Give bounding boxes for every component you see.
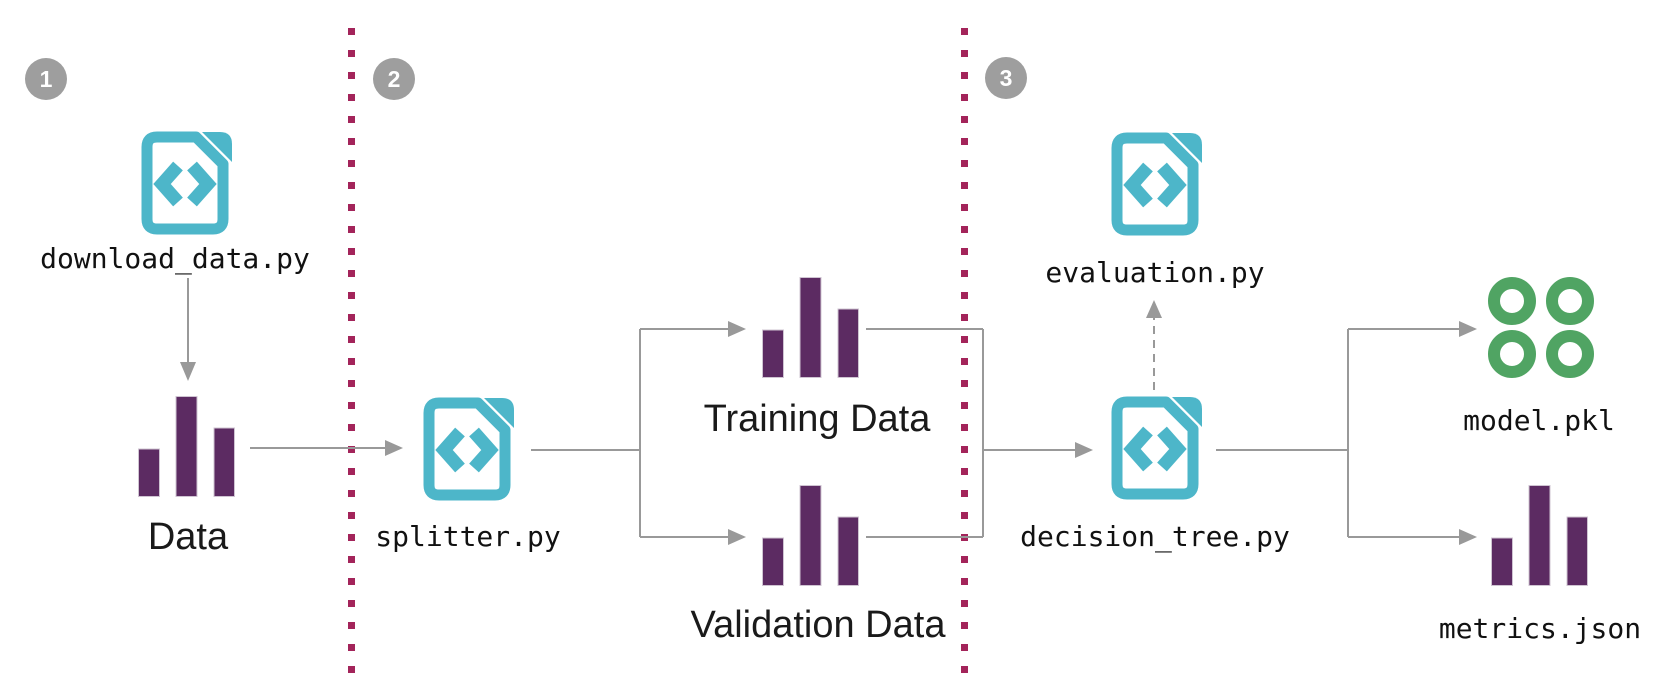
model-rings-icon <box>1488 277 1594 378</box>
node-label-evaluation-script: evaluation.py <box>1045 256 1265 289</box>
step-number: 3 <box>999 64 1013 91</box>
code-file-icon <box>136 130 234 236</box>
phase-divider-1 <box>348 28 355 678</box>
code-file-icon <box>1106 131 1204 237</box>
bar-chart-icon <box>762 277 859 378</box>
node-label-decision-tree-script: decision_tree.py <box>1020 520 1290 553</box>
step-badge-1: 1 <box>25 58 67 100</box>
step-badge-3: 3 <box>985 57 1027 99</box>
step-badge-2: 2 <box>373 58 415 100</box>
node-label-splitter-script: splitter.py <box>375 520 561 553</box>
arrow-decision-tree-to-evaluation <box>1146 300 1162 390</box>
code-file-icon <box>418 396 516 502</box>
step-number: 2 <box>387 65 401 92</box>
connector-decision-tree-outputs <box>1216 321 1477 545</box>
bar-chart-icon <box>138 396 235 497</box>
node-label-training-data: Training Data <box>703 398 931 440</box>
node-label-data: Data <box>147 516 229 558</box>
node-label-metrics-file: metrics.json <box>1438 612 1642 645</box>
code-file-icon <box>1106 395 1204 501</box>
node-label-validation-data: Validation Data <box>690 604 946 646</box>
arrow-data-to-splitter <box>250 440 403 456</box>
node-label-model-file: model.pkl <box>1463 404 1615 437</box>
node-label-download-script: download_data.py <box>40 242 310 275</box>
phase-divider-2 <box>961 28 968 678</box>
bar-chart-icon <box>1491 485 1588 586</box>
bar-chart-icon <box>762 485 859 586</box>
connector-merge-to-decision-tree <box>866 328 1093 538</box>
connector-splitter-split <box>531 321 746 545</box>
step-number: 1 <box>39 65 53 92</box>
arrow-download-to-data <box>180 278 196 381</box>
